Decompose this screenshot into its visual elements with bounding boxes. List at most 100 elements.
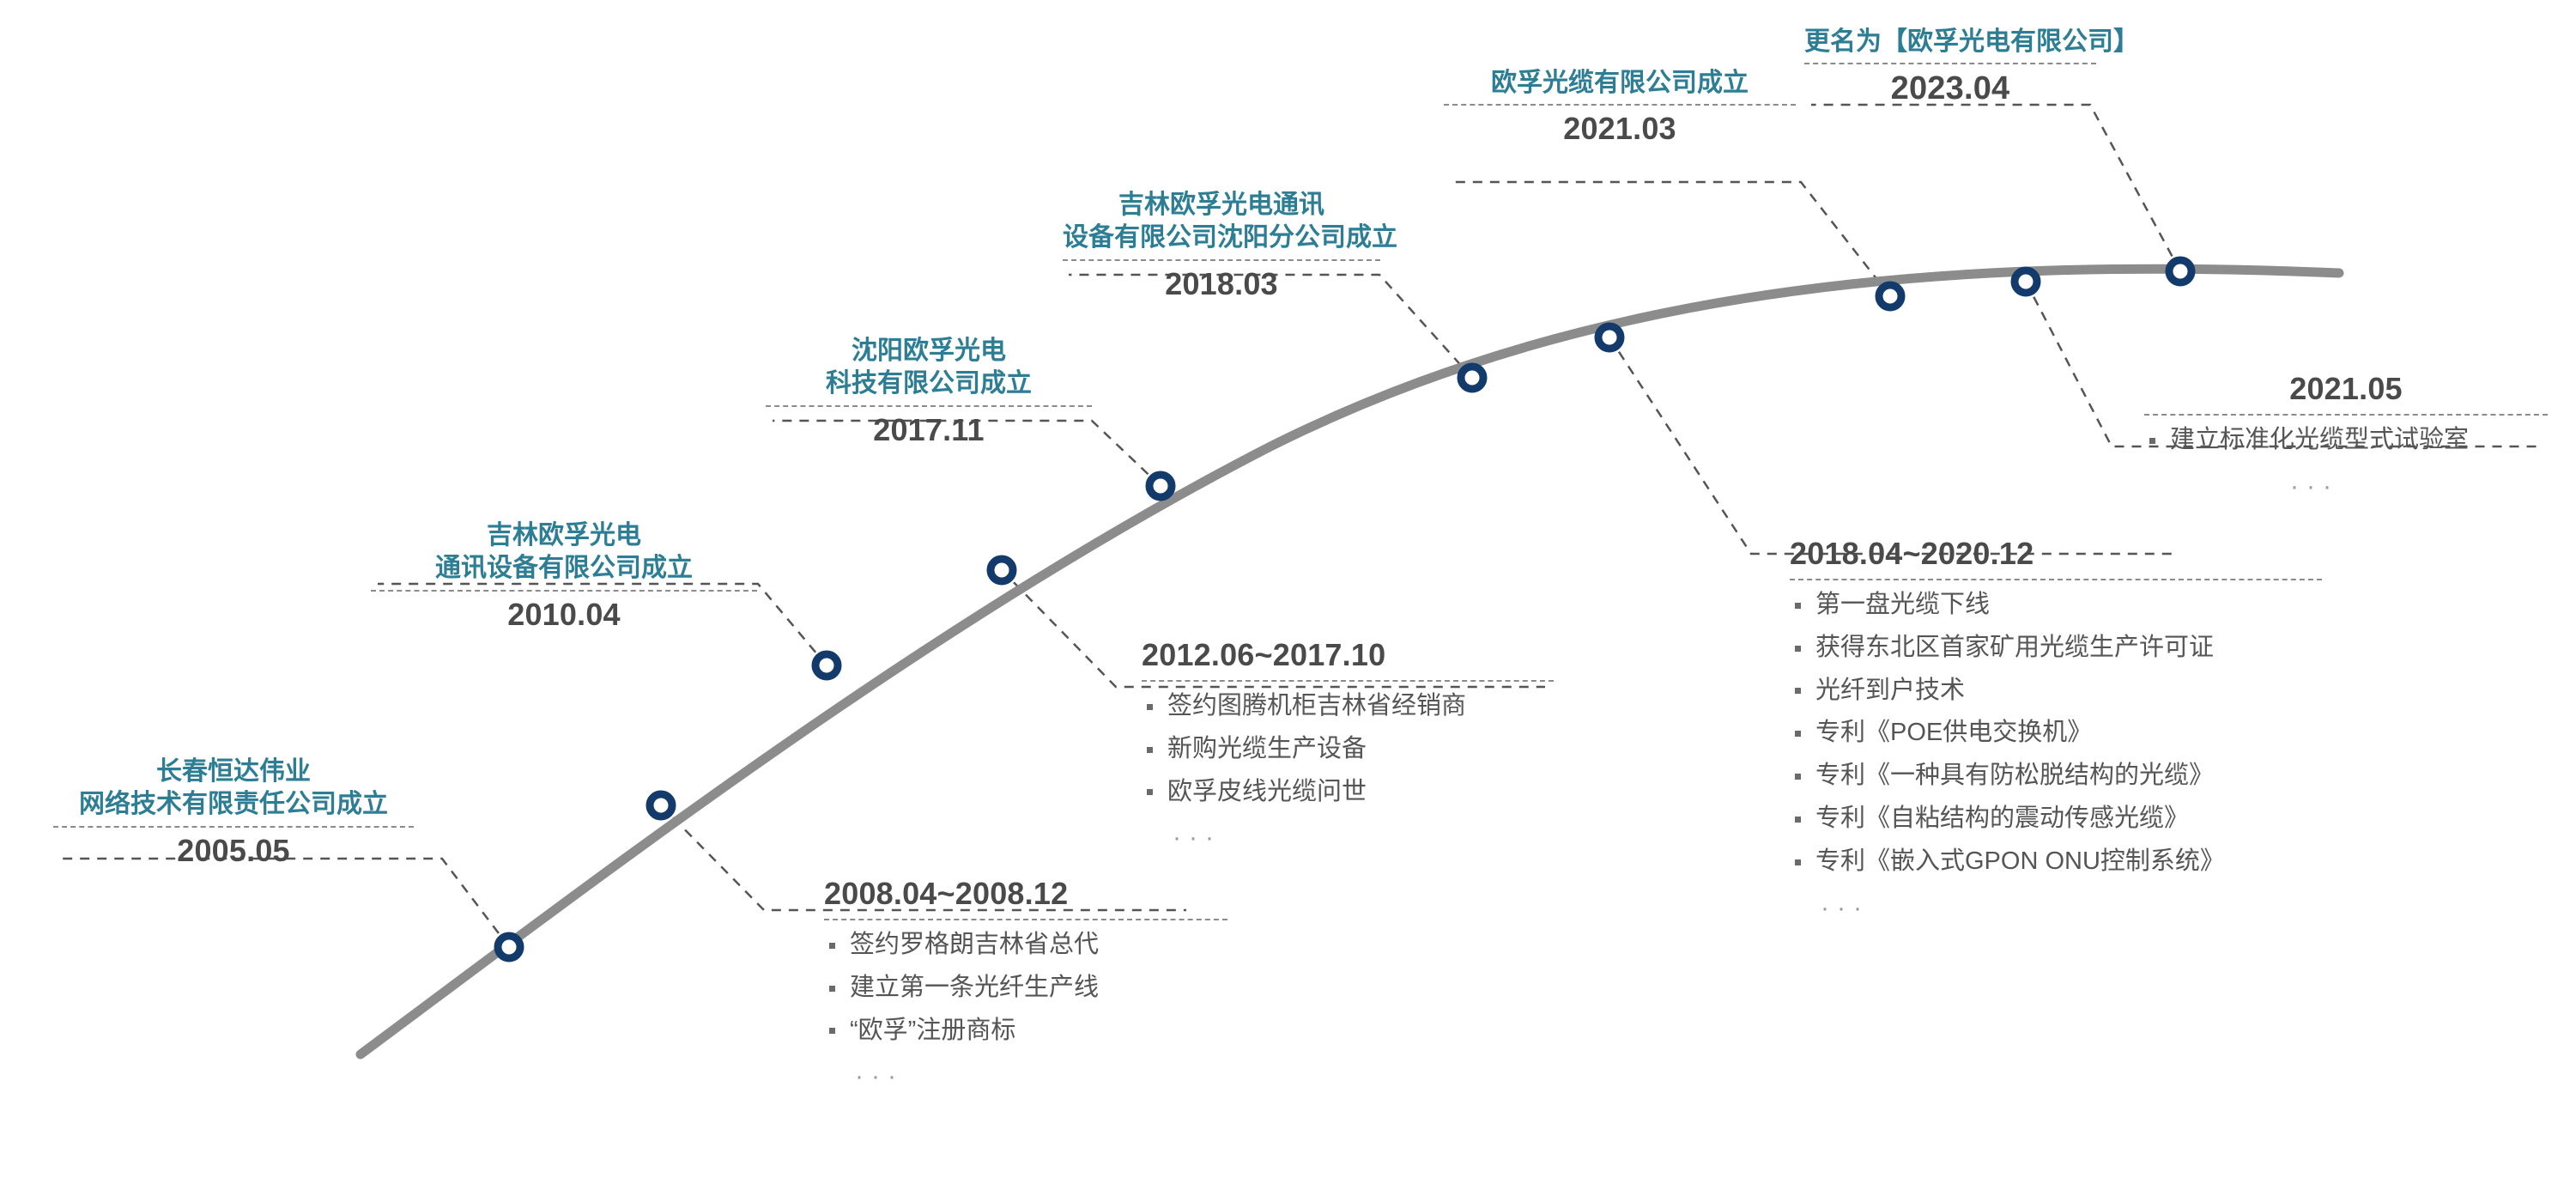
milestone-date-2018-04: 2018.04~2020.12 (1790, 536, 2034, 571)
title-line: 长春恒达伟业 (156, 757, 311, 786)
list-item: 签约图腾机柜吉林省经销商 (1142, 685, 1554, 728)
divider-2023 (1804, 63, 2096, 65)
milestone-node-2012[interactable] (986, 555, 1017, 586)
bullet-icon (1795, 859, 1801, 865)
bullet-icon (829, 1028, 835, 1035)
leader-line-2018-04 (1608, 337, 2172, 556)
milestone-node-2023[interactable] (2165, 256, 2196, 287)
milestone-date-2018-03: 2018.03 (1165, 265, 1278, 301)
list-item-text: 建立标准化光缆型式试验室 (2170, 425, 2470, 453)
bullet-icon (1795, 731, 1801, 738)
milestone-items-2021-05: 建立标准化光缆型式试验室 (2144, 419, 2548, 462)
bullet-icon (829, 942, 835, 949)
list-item: 光纤到户技术 (1790, 670, 2322, 713)
list-item: 欧孚皮线光缆问世 (1142, 771, 1554, 814)
milestone-title-2017: 沈阳欧孚光电 科技有限公司成立 (766, 335, 1092, 401)
divider-2012 (1142, 679, 1554, 682)
bullet-icon (1795, 817, 1801, 823)
bullet-icon (1147, 703, 1153, 710)
milestone-block-2012[interactable]: 2012.06~2017.10 签约图腾机柜吉林省经销商 新购光缆生产设备 欧孚… (1142, 635, 1554, 853)
leader-line-2021-03 (1451, 180, 1891, 297)
leader-line-2023 (1811, 103, 2182, 272)
list-item-text: 获得东北区首家矿用光缆生产许可证 (1815, 633, 2215, 661)
leader-line-2012 (1001, 569, 1545, 689)
milestone-date-2008: 2008.04~2008.12 (824, 876, 1069, 911)
title-line: 通讯设备有限公司成立 (435, 554, 693, 583)
list-item-text: 第一盘光缆下线 (1815, 590, 1991, 618)
title-line: 科技有限公司成立 (826, 369, 1032, 398)
milestone-block-2017[interactable]: 沈阳欧孚光电 科技有限公司成立 2017.11 (766, 335, 1092, 451)
bullet-icon (2149, 437, 2155, 444)
list-item-text: 欧孚皮线光缆问世 (1167, 777, 1367, 805)
milestone-date-2005: 2005.05 (177, 832, 290, 868)
bullet-icon (1795, 688, 1801, 695)
bullet-icon (1795, 602, 1801, 609)
milestone-node-2021-03[interactable] (1875, 281, 1906, 312)
divider-2018-03 (1063, 258, 1380, 261)
divider-2010 (371, 589, 757, 592)
list-item: 专利《POE供电交换机》 (1790, 712, 2322, 755)
divider-2008 (824, 918, 1227, 920)
list-item: 专利《嵌入式GPON ONU控制系统》 (1790, 841, 2322, 884)
list-item: 第一盘光缆下线 (1790, 584, 2322, 627)
milestone-date-2023: 2023.04 (1890, 70, 2010, 107)
milestone-items-2008: 签约罗格朗吉林省总代 建立第一条光纤生产线 “欧孚”注册商标 (824, 924, 1227, 1053)
list-item-text: 专利《一种具有防松脱结构的光缆》 (1815, 762, 2215, 790)
title-line: 吉林欧孚光电 (487, 521, 641, 550)
milestone-date-2012: 2012.06~2017.10 (1142, 637, 1386, 672)
milestone-ellipsis-2021-05: ··· (2290, 471, 2339, 501)
title-line: 吉林欧孚光电通讯 (1118, 191, 1324, 219)
milestone-block-2023[interactable]: 更名为【欧孚光电有限公司】 2023.04 (1804, 26, 2139, 111)
milestone-node-2021-05[interactable] (2010, 266, 2041, 297)
milestone-node-2018-04[interactable] (1594, 322, 1625, 353)
milestone-ellipsis-2012: ··· (1173, 823, 1221, 853)
list-item-text: 光纤到户技术 (1815, 676, 1966, 704)
bullet-icon (1147, 789, 1153, 796)
title-line: 网络技术有限责任公司成立 (79, 790, 388, 819)
divider-2021-03 (1444, 104, 1796, 106)
title-line: 欧孚光缆有限公司成立 (1491, 69, 1749, 97)
milestone-items-2018-04: 第一盘光缆下线 获得东北区首家矿用光缆生产许可证 光纤到户技术 专利《POE供电… (1790, 584, 2322, 884)
divider-2021-05 (2144, 413, 2548, 416)
divider-2018-04 (1790, 578, 2322, 580)
milestone-block-2021-03[interactable]: 欧孚光缆有限公司成立 2021.03 (1444, 67, 1796, 149)
leader-line-2018-03 (1069, 273, 1473, 379)
list-item-text: 签约罗格朗吉林省总代 (850, 930, 1100, 958)
milestone-nodes (494, 256, 2196, 962)
milestone-node-2018-03[interactable] (1457, 362, 1488, 393)
bullet-icon (1795, 774, 1801, 780)
title-line: 设备有限公司沈阳分公司成立 (1063, 223, 1397, 252)
milestone-date-2021-03: 2021.03 (1563, 111, 1676, 147)
bullet-icon (1147, 746, 1153, 753)
title-line: 沈阳欧孚光电 (852, 337, 1006, 365)
milestone-node-2010[interactable] (811, 650, 842, 681)
milestone-node-2017[interactable] (1145, 471, 1176, 501)
milestone-node-2005[interactable] (494, 932, 524, 962)
bullet-icon (1795, 645, 1801, 652)
leader-line-2005 (60, 857, 510, 948)
list-item-text: 建立第一条光纤生产线 (850, 973, 1100, 1001)
milestone-date-2010: 2010.04 (507, 596, 621, 632)
milestone-node-2008[interactable] (646, 790, 676, 821)
list-item: 获得东北区首家矿用光缆生产许可证 (1790, 627, 2322, 670)
milestone-block-2008[interactable]: 2008.04~2008.12 签约罗格朗吉林省总代 建立第一条光纤生产线 “欧… (824, 874, 1227, 1091)
list-item-text: “欧孚”注册商标 (850, 1016, 1016, 1044)
title-line: 更名为【欧孚光电有限公司】 (1804, 27, 2139, 56)
list-item: 专利《自粘结构的震动传感光缆》 (1790, 798, 2322, 841)
milestone-block-2018-04[interactable]: 2018.04~2020.12 第一盘光缆下线 获得东北区首家矿用光缆生产许可证… (1790, 534, 2322, 923)
divider-2017 (766, 404, 1092, 407)
list-item-text: 新购光缆生产设备 (1167, 734, 1367, 762)
growth-curve (355, 264, 2344, 1060)
milestone-ellipsis-2008: ··· (855, 1062, 904, 1091)
milestone-title-2010: 吉林欧孚光电 通讯设备有限公司成立 (371, 519, 757, 586)
milestone-block-2018-03[interactable]: 吉林欧孚光电通讯 设备有限公司沈阳分公司成立 2018.03 (1063, 189, 1397, 305)
list-item: 专利《一种具有防松脱结构的光缆》 (1790, 755, 2322, 798)
milestone-block-2021-05[interactable]: 2021.05 建立标准化光缆型式试验室 ··· (2144, 369, 2548, 501)
milestone-block-2005[interactable]: 长春恒达伟业 网络技术有限责任公司成立 2005.05 (53, 756, 414, 871)
milestone-block-2010[interactable]: 吉林欧孚光电 通讯设备有限公司成立 2010.04 (371, 519, 757, 635)
list-item-text: 专利《嵌入式GPON ONU控制系统》 (1815, 847, 2225, 876)
milestone-title-2021-03: 欧孚光缆有限公司成立 (1444, 67, 1796, 100)
divider-2005 (53, 825, 414, 828)
